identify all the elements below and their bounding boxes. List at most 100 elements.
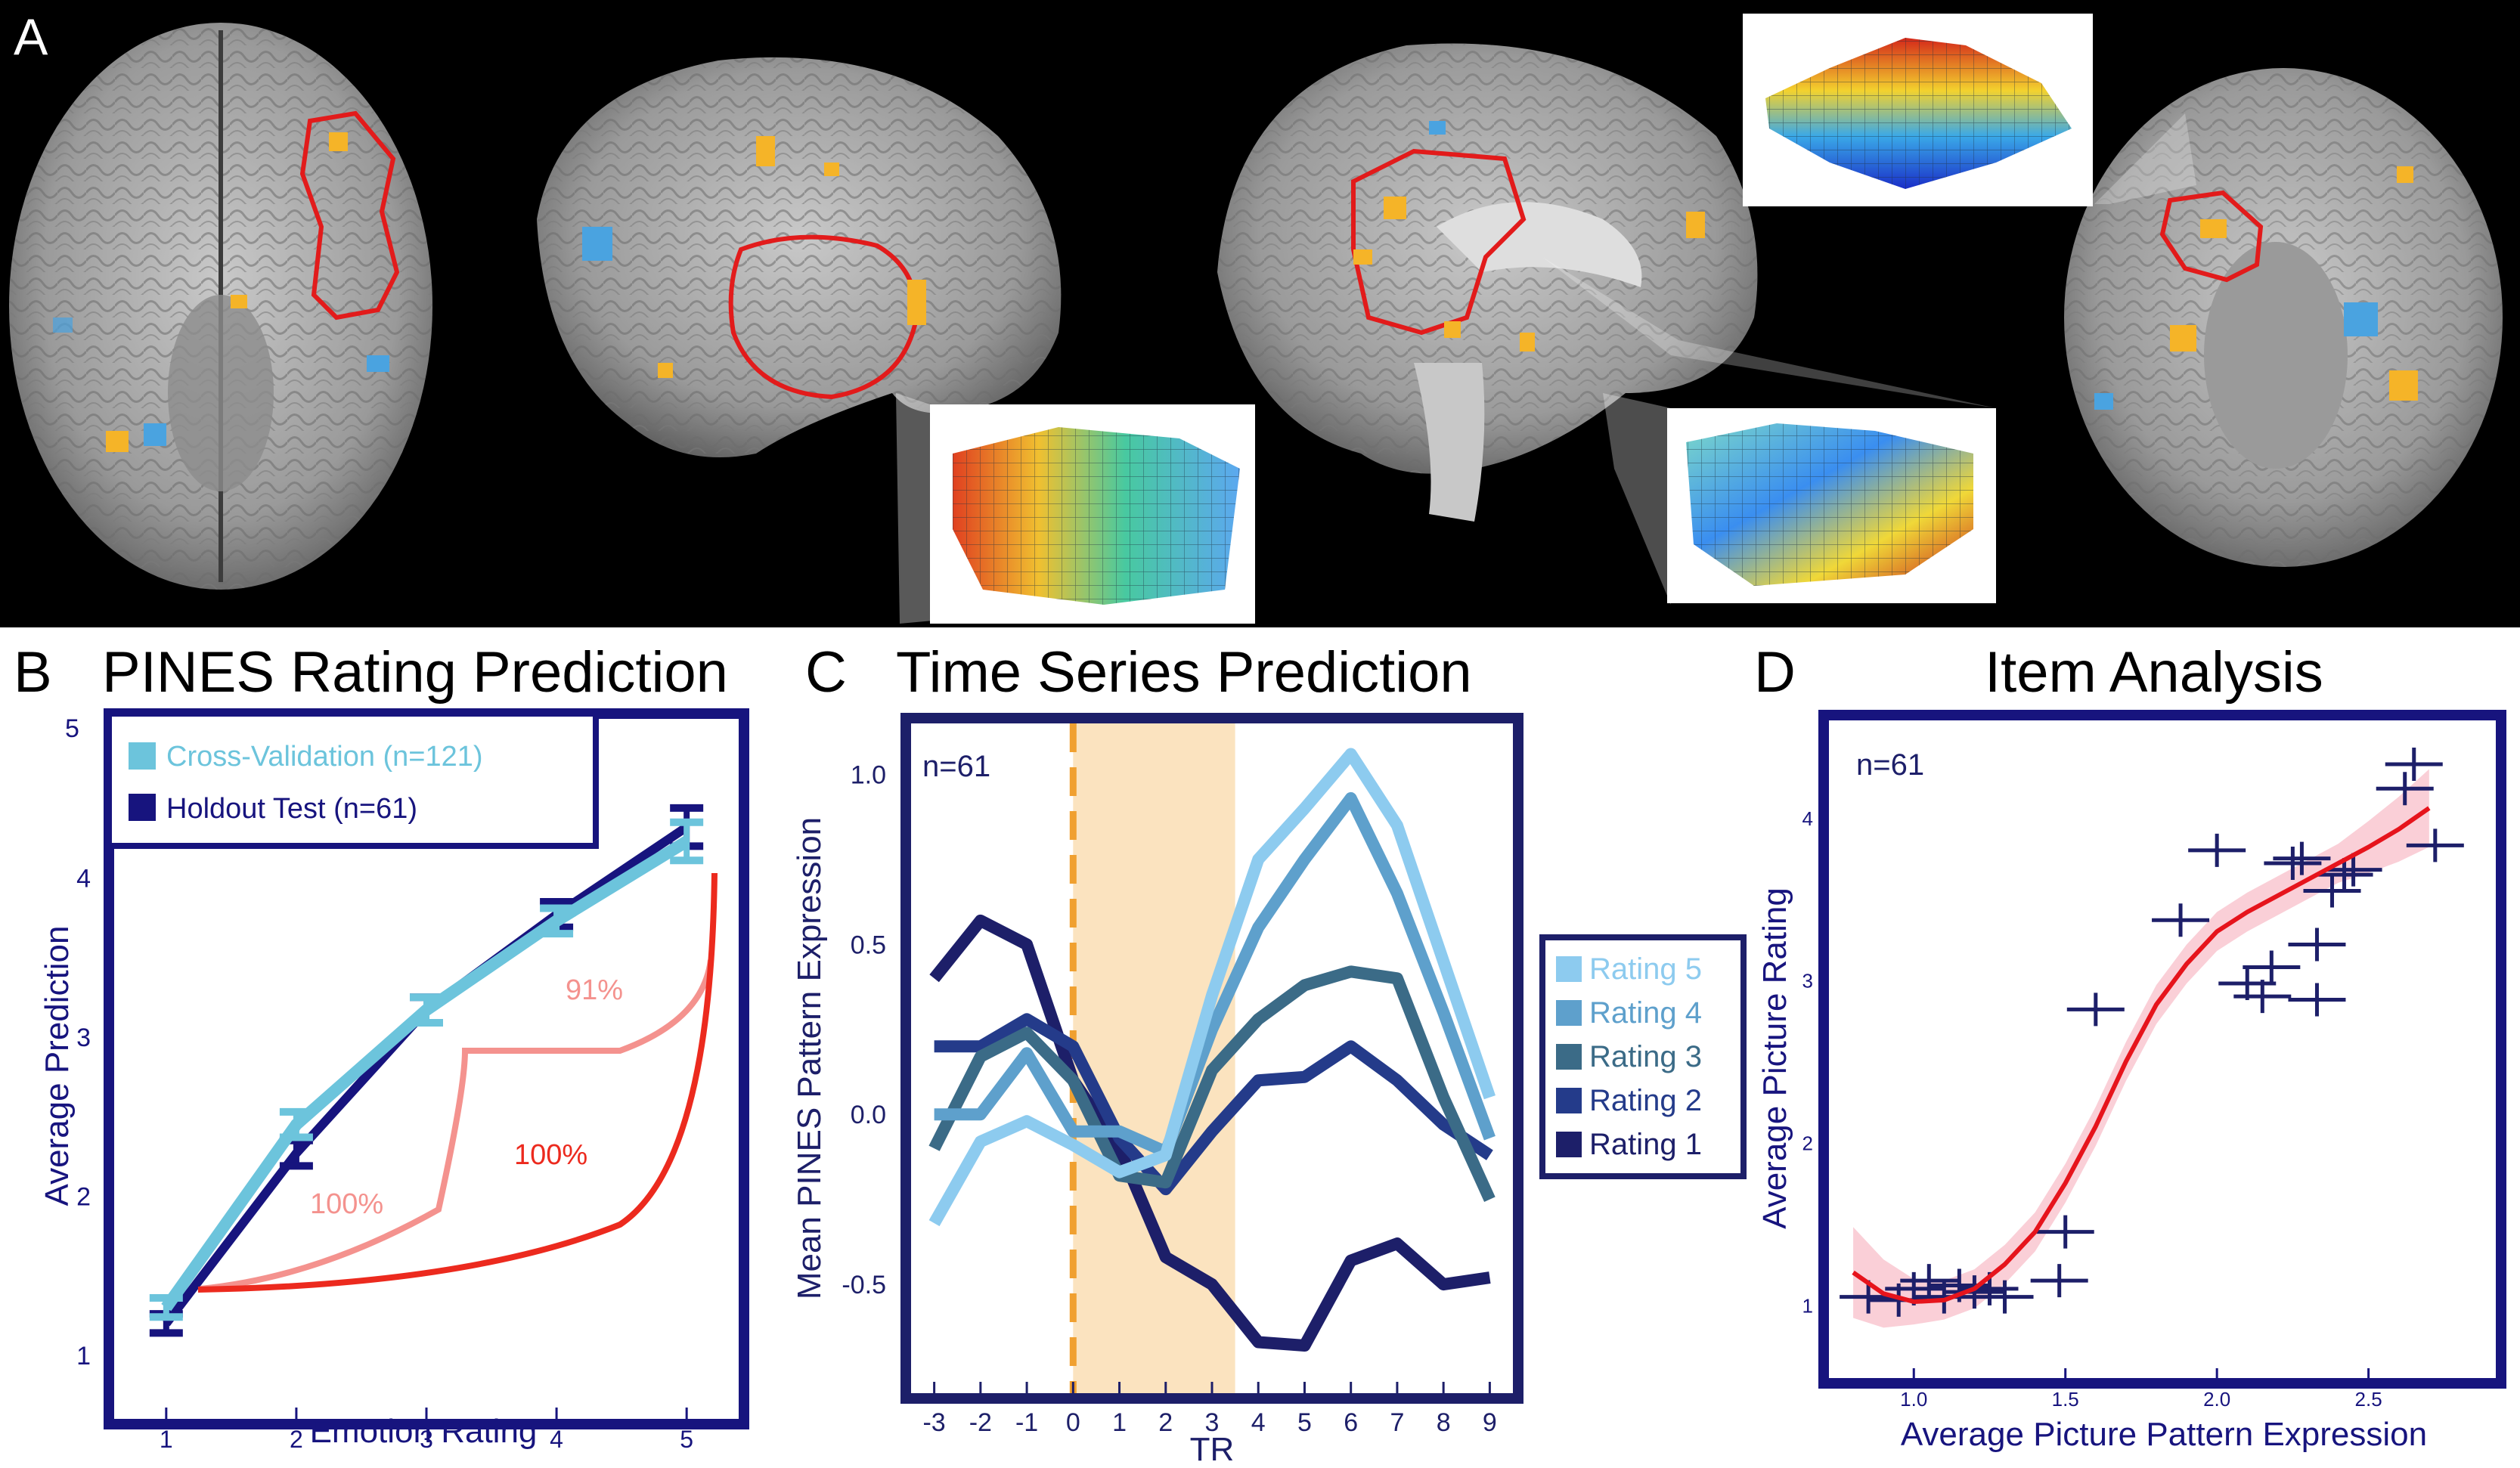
legend-swatch-rating-4: [1556, 1000, 1582, 1026]
x-tick-label: 2: [1158, 1408, 1173, 1437]
panel-a-letter: A: [14, 8, 48, 66]
panel-d: D Item Analysis 1.0 1.5 2.0 2.5 1 2 3 4Average …: [1754, 640, 2506, 1453]
annotation-100-light: 100%: [310, 1188, 383, 1220]
x-tick-label: 1: [1112, 1408, 1127, 1437]
roi-outline: [2159, 190, 2264, 283]
legend-swatch-rating-3: [1556, 1044, 1582, 1070]
series-line-rating-4: [934, 791, 1496, 1158]
panel-b-letter: B: [14, 640, 52, 705]
x-tick-label: 4: [550, 1426, 563, 1453]
plot-frame-c: [900, 713, 1523, 1404]
surface-inset-lateral: [896, 393, 1255, 624]
y-axis-label: Average Prediction: [39, 926, 76, 1206]
y-tick-label: 1.0: [851, 760, 886, 789]
y-tick-label: 1: [1802, 1294, 1813, 1317]
medial-brain: [1217, 43, 1996, 522]
plot-frame-d: [1818, 710, 2506, 1389]
surface-inset-temporal: [1743, 14, 2196, 206]
y-tick-label: 3: [76, 1024, 91, 1052]
y-tick-label: 0.0: [851, 1101, 886, 1129]
confidence-band: [1853, 769, 2429, 1328]
series-line-rating-3: [928, 965, 1496, 1202]
panel-c-title: Time Series Prediction: [896, 640, 1472, 705]
series-line-rating-2: [934, 1013, 1493, 1196]
y-tick-label: 4: [76, 864, 91, 893]
panel-c-letter: C: [805, 640, 847, 705]
legend-c: Rating 5 Rating 4 Rating 3 Rating 2 Rating 1: [1539, 934, 1747, 1179]
stimulus-shaded-region: [1073, 723, 1235, 1393]
x-tick-label: 2.5: [2355, 1388, 2382, 1411]
legend-swatch-rating-5: [1556, 956, 1582, 982]
fit-line: [1852, 806, 2431, 1305]
x-tick-label: 1.5: [2052, 1388, 2079, 1411]
y-tick-label: 4: [1802, 807, 1813, 830]
y-tick-label: 2: [76, 1182, 91, 1211]
legend-swatch-cross-validation: [129, 742, 156, 770]
y-tick-label: -0.5: [842, 1271, 886, 1299]
legend-label-rating-1: Rating 1: [1589, 1128, 1702, 1161]
roi-outline: [1351, 148, 1527, 336]
legend-label-rating-3: Rating 3: [1589, 1040, 1702, 1073]
series-line-rating-5: [928, 748, 1496, 1227]
x-tick-label: 2: [290, 1426, 303, 1453]
annotation-arc-red: [197, 872, 718, 1293]
panel-c-n-label: n=61: [922, 750, 990, 783]
x-axis-label: TR: [1190, 1431, 1235, 1468]
legend-label-holdout: Holdout Test (n=61): [166, 793, 417, 825]
roi-outline: [728, 234, 919, 400]
legend-swatch-rating-2: [1556, 1088, 1582, 1113]
x-tick-label: -2: [969, 1408, 992, 1437]
legend-b: Cross-Validation (n=121) Holdout Test (n…: [106, 711, 599, 849]
x-tick-label: 2.0: [2203, 1388, 2230, 1411]
x-tick-label: 5: [680, 1426, 693, 1453]
legend-label-rating-5: Rating 5: [1589, 952, 1702, 986]
annotation-arc-light: [200, 959, 714, 1292]
x-axis-label: Emotion Rating: [310, 1413, 538, 1450]
panel-b-ymax-tick: 5: [65, 714, 79, 743]
x-tick-label: 5: [1297, 1408, 1312, 1437]
x-tick-label: 8: [1437, 1408, 1451, 1437]
lateral-brain: [537, 57, 1062, 458]
series-line-cross-validation: [161, 836, 690, 1312]
x-tick-label: 0: [1066, 1408, 1080, 1437]
annotation-91: 91%: [566, 974, 623, 1006]
x-tick-label: 3: [1205, 1408, 1220, 1437]
y-tick-label: 1: [76, 1342, 91, 1370]
x-axis-label: Average Picture Pattern Expression: [1901, 1416, 2427, 1453]
x-tick-label: 4: [1251, 1408, 1266, 1437]
series-line-rating-1: [929, 914, 1491, 1352]
x-tick-label: 1.0: [1900, 1388, 1927, 1411]
x-tick-label: 6: [1344, 1408, 1358, 1437]
x-tick-label: 9: [1483, 1408, 1497, 1437]
panel-b: B PINES Rating Prediction 5 Cross-Valida…: [14, 640, 749, 1453]
panel-c: C Time Series Prediction -3 -2 -1 0 1 2 3 4 5 6 7 8…: [791, 640, 1747, 1468]
panel-d-letter: D: [1754, 640, 1796, 705]
panel-b-title: PINES Rating Prediction: [102, 640, 728, 705]
x-tick-label: 1: [160, 1426, 173, 1453]
panel-d-title: Item Analysis: [1985, 640, 2323, 705]
axial-brain-right: [2064, 68, 2503, 567]
series-line-holdout: [163, 823, 690, 1327]
legend-label-rating-4: Rating 4: [1589, 996, 1702, 1030]
y-tick-label: 0.5: [851, 931, 886, 959]
annotation-100-red: 100%: [514, 1139, 587, 1171]
legend-label-rating-2: Rating 2: [1589, 1084, 1702, 1117]
y-tick-label: 3: [1802, 970, 1813, 993]
y-tick-label: 2: [1802, 1132, 1813, 1155]
x-tick-label: 3: [420, 1426, 433, 1453]
x-tick-label: 7: [1390, 1408, 1404, 1437]
legend-label-cross-validation: Cross-Validation (n=121): [166, 741, 483, 773]
panel-d-n-label: n=61: [1856, 748, 1924, 782]
surface-inset-medial: [1603, 393, 1996, 605]
legend-swatch-rating-1: [1556, 1132, 1582, 1157]
legend-swatch-holdout: [129, 794, 156, 821]
x-tick-label: -3: [922, 1408, 945, 1437]
axial-brain-left: [9, 23, 432, 590]
panel-a: A: [0, 0, 2520, 627]
y-axis-label: Average Picture Rating: [1756, 887, 1793, 1229]
x-tick-label: -1: [1015, 1408, 1038, 1437]
